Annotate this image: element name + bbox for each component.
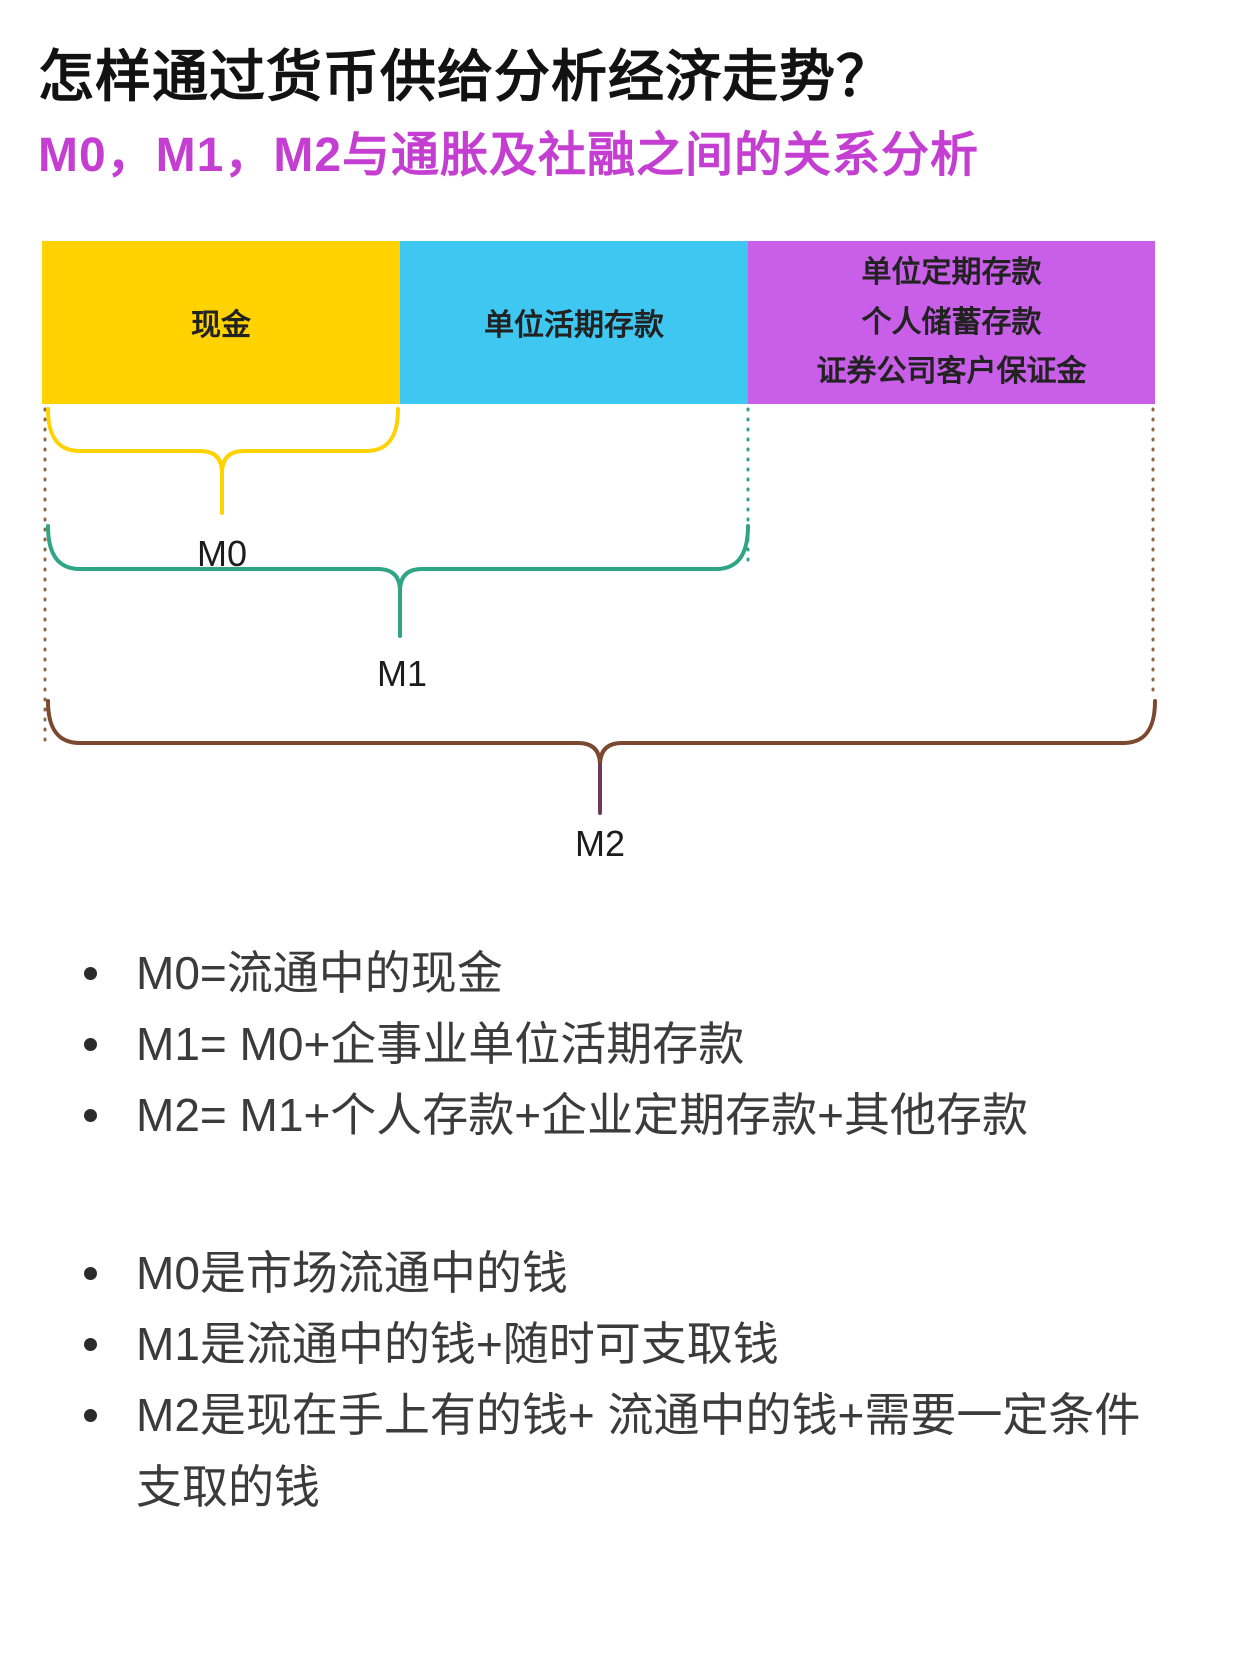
label-m0: M0: [196, 532, 248, 574]
box-demand-deposits: 单位活期存款: [400, 240, 748, 404]
box-cash-label: 现金: [191, 309, 251, 343]
list-item: M2= M1+个人存款+企业定期存款+其他存款: [78, 1080, 1182, 1151]
brace-m2: [46, 698, 1157, 765]
braces-graphic: [43, 406, 1157, 815]
box-term-line-3: 证券公司客户保证金: [816, 355, 1087, 389]
box-term-line-2: 个人储蓄存款: [861, 305, 1042, 339]
brace-m1: [46, 523, 750, 591]
list-item: M1是流通中的钱+随时可支取钱: [78, 1309, 1182, 1380]
list-item: M2是现在手上有的钱+ 流通中的钱+需要一定条件支取的钱: [78, 1380, 1182, 1523]
box-term-deposits: 单位定期存款 个人储蓄存款 证券公司客户保证金: [748, 240, 1155, 404]
category-box-row: 现金 单位活期存款 单位定期存款 个人储蓄存款 证券公司客户保证金: [42, 240, 1155, 404]
definition-list: M0=流通中的现金 M1= M0+企事业单位活期存款 M2= M1+个人存款+企…: [78, 938, 1182, 1152]
explanation-list: M0是市场流通中的钱 M1是流通中的钱+随时可支取钱 M2是现在手上有的钱+ 流…: [78, 1238, 1182, 1523]
label-m2: M2: [574, 822, 626, 864]
box-demand-label: 单位活期存款: [484, 309, 664, 343]
brace-m0: [46, 406, 400, 473]
label-m1: M1: [376, 652, 428, 694]
infographic-page: 怎样通过货币供给分析经济走势？ M0，M1，M2与通胀及社融之间的关系分析 现金…: [0, 46, 1242, 1676]
page-subtitle: M0，M1，M2与通胀及社融之间的关系分析: [38, 128, 980, 182]
page-title: 怎样通过货币供给分析经济走势？: [38, 45, 893, 108]
money-supply-diagram: 现金 单位活期存款 单位定期存款 个人储蓄存款 证券公司客户保证金: [0, 240, 1242, 896]
box-term-line-1: 单位定期存款: [861, 256, 1042, 290]
list-item: M1= M0+企事业单位活期存款: [78, 1009, 1182, 1080]
list-item: M0=流通中的现金: [78, 938, 1182, 1009]
list-item: M0是市场流通中的钱: [78, 1238, 1182, 1309]
box-cash: 现金: [42, 240, 400, 404]
